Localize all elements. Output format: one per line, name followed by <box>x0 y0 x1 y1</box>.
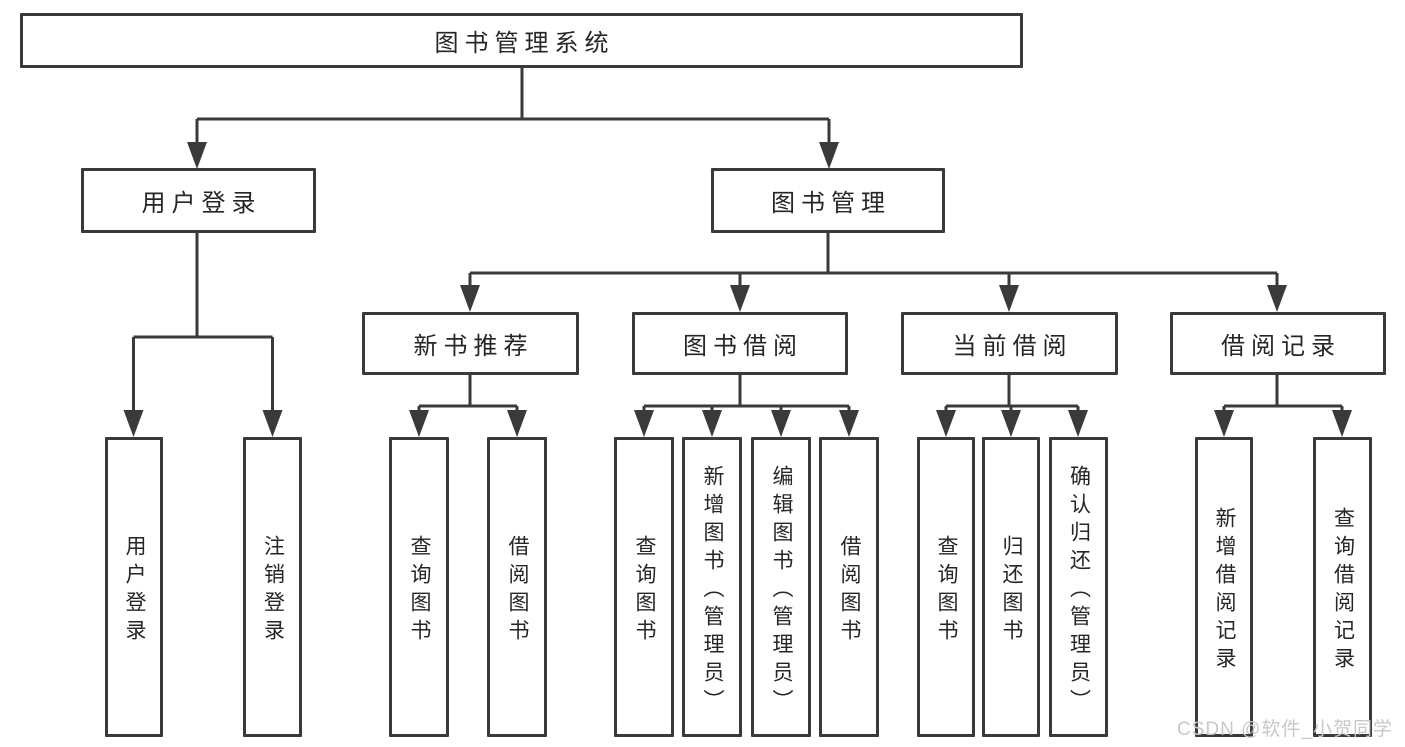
leaf-logout: 注销登录 <box>243 437 302 737</box>
connector-records-to-leaves <box>1222 375 1344 412</box>
arrowhead <box>409 410 429 437</box>
connector-root-to-level1 <box>195 68 831 144</box>
leaf-add-books-admin: 新增图书（管理员） <box>682 437 742 737</box>
node-book-borrowing: 图书借阅 <box>632 312 848 375</box>
arrowhead <box>771 410 791 437</box>
leaf-query-books-borrow: 查询图书 <box>614 437 674 737</box>
leaf-user-login: 用户登录 <box>105 437 163 737</box>
arrowhead <box>702 410 722 437</box>
arrowhead <box>1332 410 1352 437</box>
leaf-query-books-current: 查询图书 <box>917 437 975 737</box>
leaf-borrow-books: 借阅图书 <box>819 437 879 737</box>
connector-bookmgmt-to-level2 <box>468 233 1279 287</box>
node-borrowing-records: 借阅记录 <box>1170 312 1386 375</box>
arrowhead <box>839 410 859 437</box>
leaf-query-borrow-record: 查询借阅记录 <box>1313 437 1372 737</box>
node-current-borrowing: 当前借阅 <box>901 312 1118 375</box>
node-user-login: 用户登录 <box>81 168 316 233</box>
csdn-watermark: CSDN @软件_小贺同学 <box>1177 719 1393 740</box>
arrowhead <box>999 285 1019 312</box>
arrowhead <box>1267 285 1287 312</box>
arrowhead <box>123 410 144 437</box>
arrowhead <box>730 285 750 312</box>
arrowhead <box>936 410 956 437</box>
arrowhead <box>1068 410 1088 437</box>
connector-borrow-to-leaves <box>642 375 851 412</box>
leaf-confirm-return-admin: 确认归还（管理员） <box>1049 437 1108 737</box>
connector-current-to-leaves <box>944 375 1080 412</box>
arrowhead <box>460 285 480 312</box>
node-book-management: 图书管理 <box>711 168 945 233</box>
arrowhead <box>1214 410 1234 437</box>
arrowhead <box>507 410 527 437</box>
leaf-return-books: 归还图书 <box>982 437 1040 737</box>
leaf-add-borrow-record: 新增借阅记录 <box>1195 437 1253 737</box>
leaf-borrow-books-recommend: 借阅图书 <box>487 437 547 737</box>
connector-userlogin-to-leaves <box>132 233 274 412</box>
arrowhead <box>634 410 654 437</box>
arrowhead <box>187 142 207 169</box>
arrowhead <box>819 142 839 169</box>
connector-recommend-to-leaves <box>417 375 519 412</box>
node-root-library-system: 图书管理系统 <box>20 13 1023 68</box>
arrowhead <box>1001 410 1021 437</box>
leaf-query-books-recommend: 查询图书 <box>389 437 449 737</box>
node-new-book-recommendation: 新书推荐 <box>362 312 579 375</box>
arrowhead <box>262 410 283 437</box>
leaf-edit-books-admin: 编辑图书（管理员） <box>751 437 811 737</box>
